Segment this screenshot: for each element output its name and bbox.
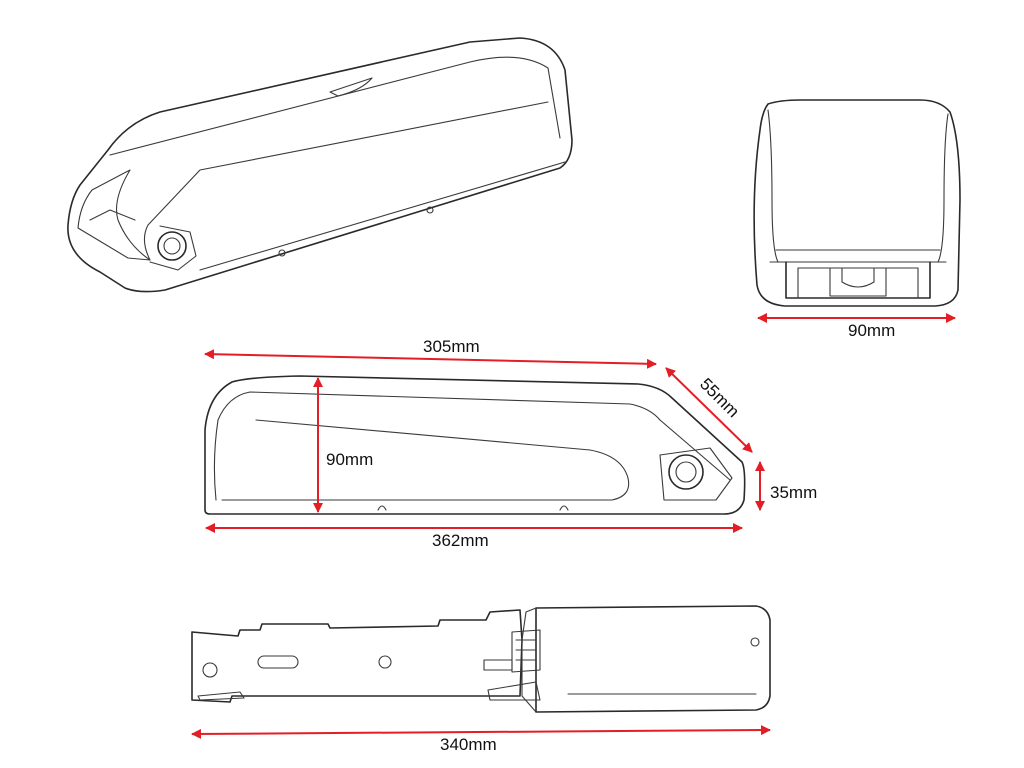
end-height-label: 35mm [770, 483, 817, 502]
slant-length-dimension-line [665, 367, 753, 453]
mount-length-dimension-line [191, 725, 771, 739]
top-length-label: 305mm [423, 337, 480, 356]
top-length-dimension-line [204, 349, 657, 369]
battery-perspective-view [67, 37, 573, 293]
slant-length-label: 55mm [696, 374, 743, 421]
base-length-label: 362mm [432, 531, 489, 550]
end-width-label: 90mm [848, 321, 895, 340]
battery-end-view [753, 99, 961, 307]
battery-side-view [204, 375, 746, 515]
height-label: 90mm [326, 450, 373, 469]
battery-mount-view [191, 605, 771, 713]
mount-length-label: 340mm [440, 735, 497, 754]
